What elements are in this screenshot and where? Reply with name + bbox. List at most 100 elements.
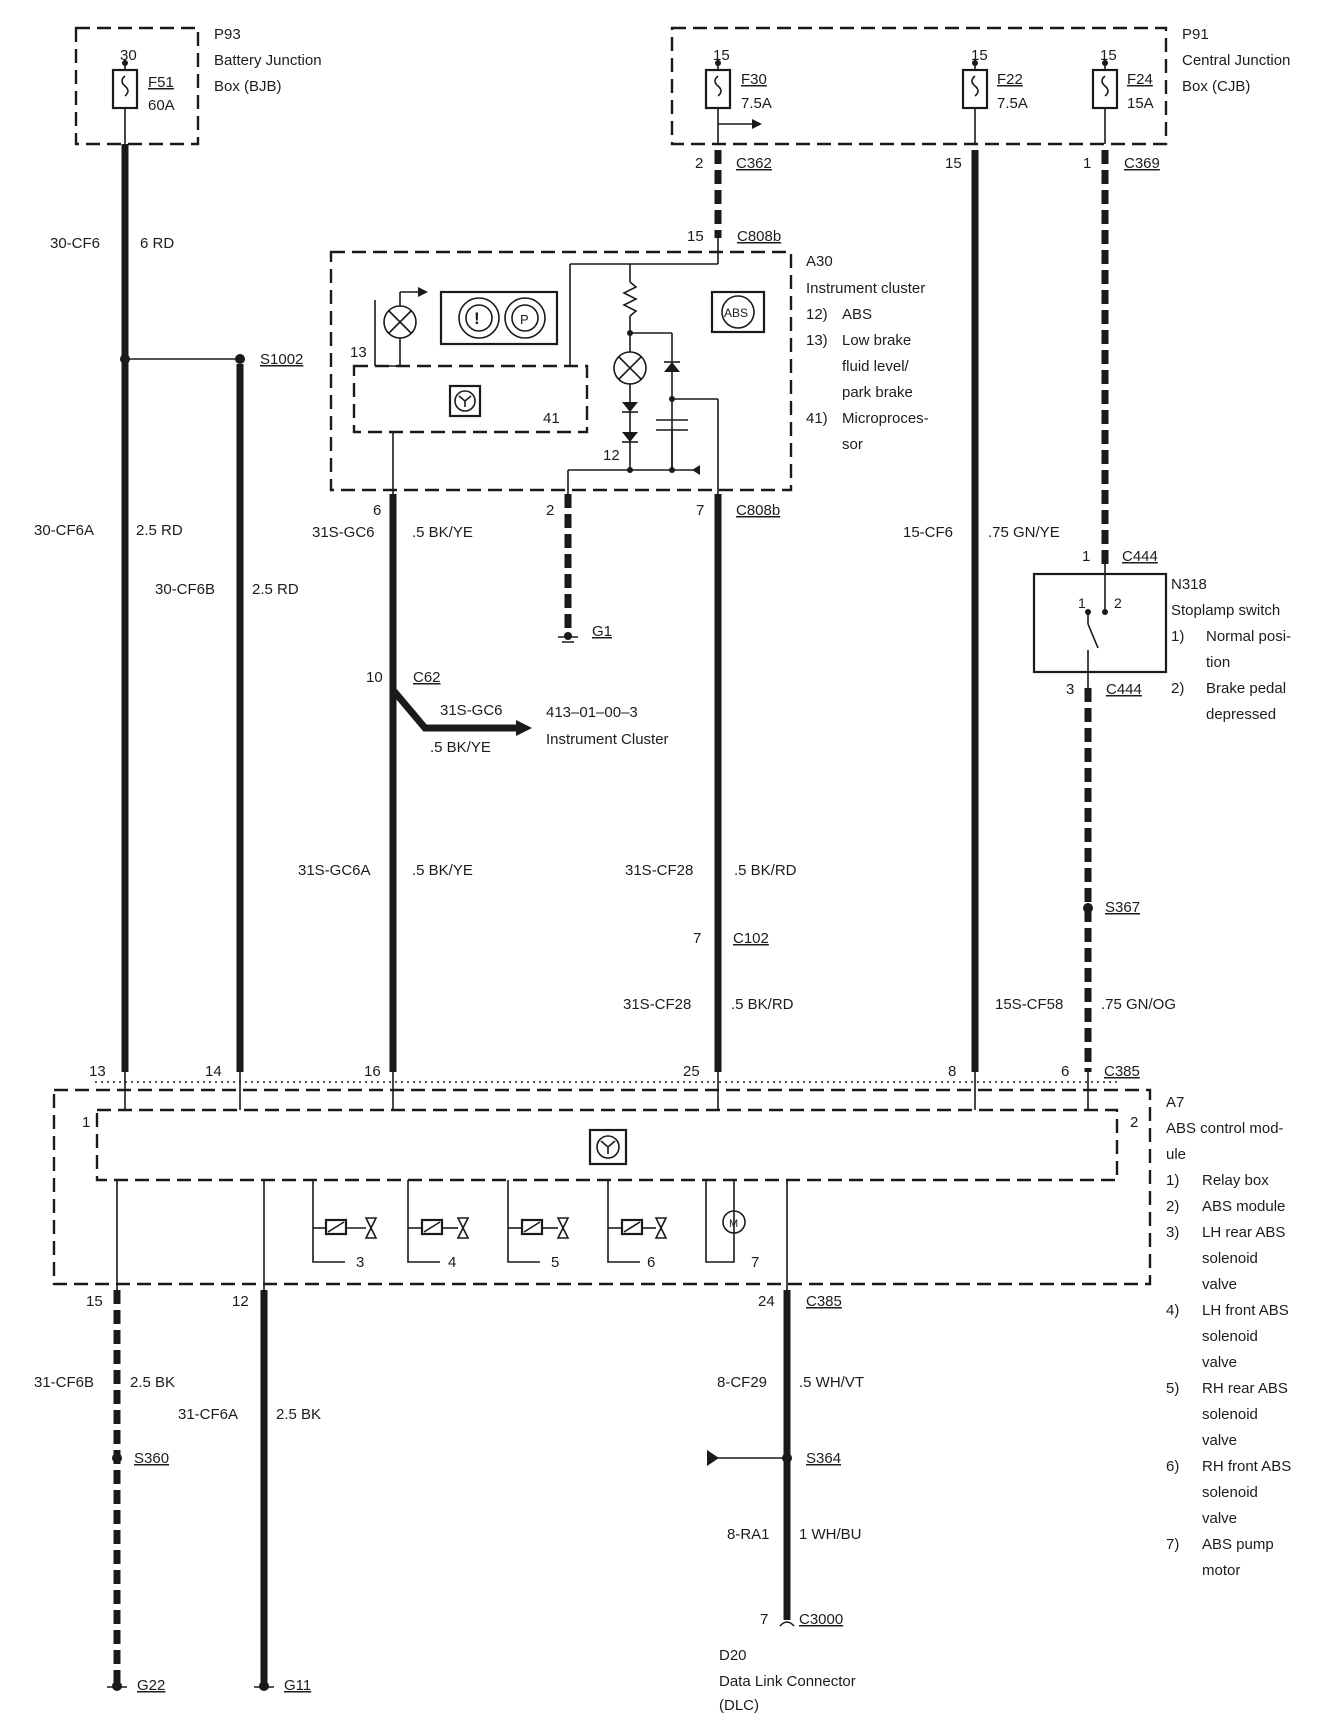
p93-line1: Battery Junction — [214, 52, 322, 69]
f22-rating: 7.5A — [997, 95, 1028, 112]
p91-line2: Box (CJB) — [1182, 78, 1250, 95]
n318-item-num: 2) — [1171, 680, 1184, 697]
wire-circuit: 30-CF6A — [34, 522, 94, 539]
abs-module-label: 2 — [1130, 1114, 1138, 1131]
lamp-13-label: 13 — [350, 344, 367, 361]
p91-id: P91 — [1182, 26, 1209, 43]
n318-item-text: Normal posi- — [1206, 628, 1291, 645]
n318-item-num: 1) — [1171, 628, 1184, 645]
a7-item-text: valve — [1202, 1354, 1237, 1371]
micro-41-label: 41 — [543, 410, 560, 427]
a7-item-text: solenoid — [1202, 1406, 1258, 1423]
a30-item-text: Low brake — [842, 332, 911, 349]
c385-top-label: C385 — [1104, 1063, 1140, 1080]
a7-id: A7 — [1166, 1094, 1184, 1111]
a7-item-num: 1) — [1166, 1172, 1179, 1189]
c62-label: C62 — [413, 669, 441, 686]
a7-item-text: Relay box — [1202, 1172, 1269, 1189]
solenoid-valve-3: 3 — [312, 1180, 378, 1271]
motor-7-label: 7 — [751, 1254, 759, 1271]
n318-id: N318 — [1171, 576, 1207, 593]
a7-item-text: LH front ABS — [1202, 1302, 1289, 1319]
g22-label: G22 — [137, 1677, 165, 1694]
d20-line2: (DLC) — [719, 1697, 759, 1714]
a30-title: Instrument cluster — [806, 280, 925, 297]
wire-spec: 2.5 RD — [252, 581, 299, 598]
a7-item-text: solenoid — [1202, 1484, 1258, 1501]
c808b-pin-7: 7 — [696, 502, 704, 519]
a7-item-num: 7) — [1166, 1536, 1179, 1553]
c385-pin-8: 8 — [948, 1063, 956, 1080]
c808b-top-label: C808b — [737, 228, 781, 245]
c102-pin: 7 — [693, 930, 701, 947]
cjb-pin-15: 15 — [945, 155, 962, 172]
a7-title: ABS control mod- — [1166, 1120, 1284, 1137]
relay-box-label: 1 — [82, 1114, 90, 1131]
brake-warning-icon: ! — [474, 309, 480, 328]
wire-circuit: 30-CF6 — [50, 235, 100, 252]
c3000-label: C3000 — [799, 1611, 843, 1628]
c808b-top-pin: 15 — [687, 228, 704, 245]
led-12-label: 12 — [603, 447, 620, 464]
wire-circuit: 31S-CF28 — [623, 996, 691, 1013]
stoplamp-switch: 1 2 N318 Stoplamp switch 1) Normal posi-… — [1032, 564, 1291, 723]
d20-id: D20 — [719, 1647, 747, 1664]
c369-label: C369 — [1124, 155, 1160, 172]
a7-item-num: 2) — [1166, 1198, 1179, 1215]
instrument-cluster: 13 ! P 41 — [329, 238, 929, 494]
wire-circuit: 8-CF29 — [717, 1374, 767, 1391]
wire-circuit: 31S-CF28 — [625, 862, 693, 879]
s1002-label: S1002 — [260, 351, 303, 368]
n318-item-text: depressed — [1206, 706, 1276, 723]
wire-spec: .75 GN/YE — [988, 524, 1060, 541]
wire-spec: 6 RD — [140, 235, 174, 252]
wire-labels: 30-CF6 6 RD 30-CF6A 2.5 RD 30-CF6B 2.5 R… — [34, 235, 1176, 1543]
ground-symbols — [107, 632, 795, 1691]
c808b-pin-6: 6 — [373, 502, 381, 519]
a7-item-text: LH rear ABS — [1202, 1224, 1285, 1241]
a7-item-text: valve — [1202, 1276, 1237, 1293]
c808b-pin-2: 2 — [546, 502, 554, 519]
c385-pin-24: 24 — [758, 1293, 775, 1310]
wire-spec: .5 WH/VT — [799, 1374, 864, 1391]
valve-4-label: 4 — [448, 1254, 456, 1271]
c362-pin: 2 — [695, 155, 703, 172]
a7-item-text: motor — [1202, 1562, 1240, 1579]
data-link-connector: D20 Data Link Connector (DLC) — [719, 1647, 856, 1714]
s367-label: S367 — [1105, 899, 1140, 916]
wire-spec: .5 BK/YE — [412, 862, 473, 879]
a30-item-text: park brake — [842, 384, 913, 401]
a30-item-num: 13) — [806, 332, 828, 349]
f51-fuse-label: F51 — [148, 74, 174, 91]
a30-item-text: ABS — [842, 306, 872, 323]
wire-circuit: 30-CF6B — [155, 581, 215, 598]
wire-circuit: 31-CF6B — [34, 1374, 94, 1391]
wire-spec: 2.5 BK — [130, 1374, 175, 1391]
a30-item-num: 12) — [806, 306, 828, 323]
solenoid-valve-6: 6 — [607, 1180, 668, 1271]
a7-item-text: RH rear ABS — [1202, 1380, 1288, 1397]
solenoid-valve-4: 4 — [407, 1180, 470, 1271]
c62-pin: 10 — [366, 669, 383, 686]
f30-rating: 7.5A — [741, 95, 772, 112]
c385-pin-15: 15 — [86, 1293, 103, 1310]
g11-label: G11 — [284, 1677, 311, 1694]
f30-fuse-label: F30 — [741, 71, 767, 88]
c385-pin-16: 16 — [364, 1063, 381, 1080]
park-brake-icon: P — [520, 312, 529, 327]
switch-pos-1: 1 — [1078, 595, 1086, 611]
a7-item-text: ABS pump — [1202, 1536, 1274, 1553]
motor-icon: M — [729, 1218, 738, 1230]
f24-pin: 15 — [1100, 47, 1117, 64]
c385-pin-6: 6 — [1061, 1063, 1069, 1080]
reference-title: Instrument Cluster — [546, 731, 669, 748]
wire-circuit: 31S-GC6 — [440, 702, 503, 719]
a7-item-text: solenoid — [1202, 1328, 1258, 1345]
a7-item-text: valve — [1202, 1432, 1237, 1449]
c444-top-pin: 1 — [1082, 548, 1090, 565]
c369-pin: 1 — [1083, 155, 1091, 172]
valve-6-label: 6 — [647, 1254, 655, 1271]
f30-pin: 15 — [713, 47, 730, 64]
wire-circuit: 15-CF6 — [903, 524, 953, 541]
